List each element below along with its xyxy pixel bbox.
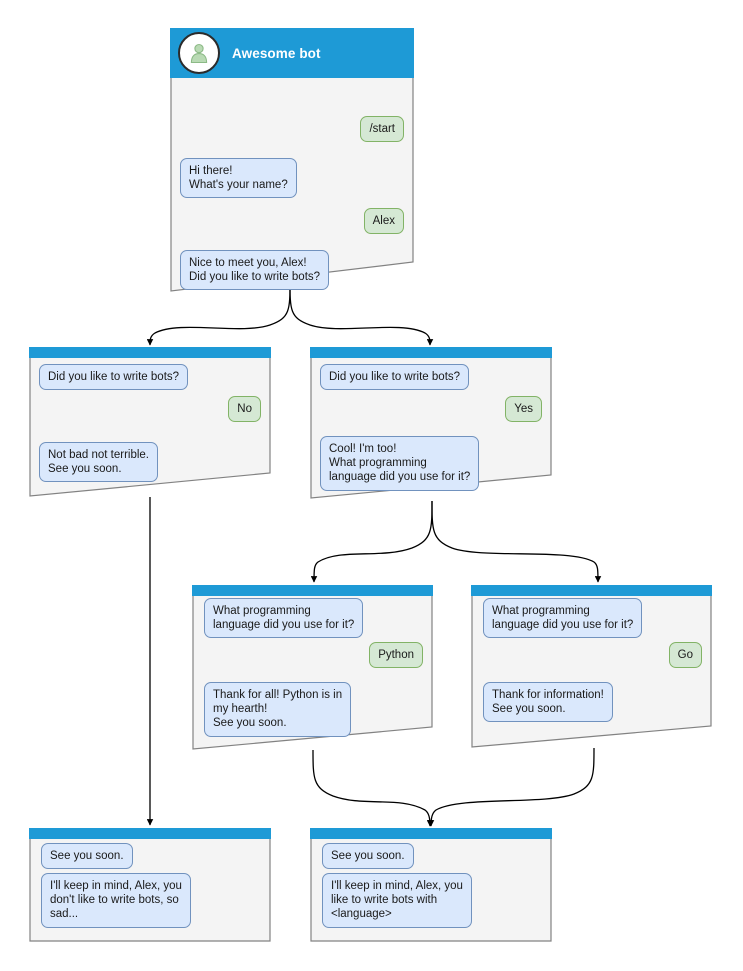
message-bubble-bot: Nice to meet you, Alex! Did you like to … — [180, 250, 330, 291]
node-go-branch-chat: What programming language did you use fo… — [471, 596, 712, 748]
node-end-happy-content: See you soon. I'll keep in mind, Alex, y… — [310, 828, 552, 942]
node-root-chat: /start Hi there! What's your name? Alex … — [170, 78, 414, 292]
message-bubble-user: No — [228, 396, 261, 423]
message-bubble-bot: I'll keep in mind, Alex, you like to wri… — [322, 873, 472, 928]
node-end-happy[interactable]: See you soon. I'll keep in mind, Alex, y… — [310, 828, 552, 942]
node-no-branch-content: Did you like to write bots? No Not bad n… — [29, 347, 271, 497]
edge-yes-to-python — [310, 500, 433, 583]
message-bubble-bot: What programming language did you use fo… — [483, 598, 643, 639]
node-go-branch-content: What programming language did you use fo… — [471, 585, 712, 748]
node-python-branch-chat: What programming language did you use fo… — [192, 596, 433, 750]
node-end-sad-content: See you soon. I'll keep in mind, Alex, y… — [29, 828, 271, 942]
node-go-branch-titlebar — [471, 585, 712, 596]
message-bubble-bot: Did you like to write bots? — [39, 364, 189, 391]
node-python-branch-content: What programming language did you use fo… — [192, 585, 433, 750]
node-yes-branch[interactable]: Did you like to write bots? Yes Cool! I'… — [310, 347, 552, 499]
message-bubble-bot: Cool! I'm too! What programming language… — [320, 436, 480, 491]
message-bubble-bot: See you soon. — [322, 843, 414, 870]
node-end-sad-chat: See you soon. I'll keep in mind, Alex, y… — [29, 839, 271, 942]
node-python-branch[interactable]: What programming language did you use fo… — [192, 585, 433, 750]
message-bubble-user: /start — [360, 116, 404, 143]
node-end-sad[interactable]: See you soon. I'll keep in mind, Alex, y… — [29, 828, 271, 942]
node-yes-branch-titlebar — [310, 347, 552, 358]
node-end-happy-chat: See you soon. I'll keep in mind, Alex, y… — [310, 839, 552, 942]
message-bubble-bot: Did you like to write bots? — [320, 364, 470, 391]
node-yes-branch-content: Did you like to write bots? Yes Cool! I'… — [310, 347, 552, 499]
node-end-happy-titlebar — [310, 828, 552, 839]
edge-python-to-end-happy — [312, 749, 434, 827]
message-bubble-bot: See you soon. — [41, 843, 133, 870]
node-no-branch-chat: Did you like to write bots? No Not bad n… — [29, 358, 271, 497]
person-avatar-icon — [178, 32, 220, 74]
message-bubble-bot: Thank for all! Python is in my hearth! S… — [204, 682, 352, 737]
node-root-titlebar: Awesome bot — [170, 28, 414, 78]
node-root[interactable]: Awesome bot /start Hi there! What's your… — [170, 28, 414, 292]
node-yes-branch-chat: Did you like to write bots? Yes Cool! I'… — [310, 358, 552, 499]
node-no-branch[interactable]: Did you like to write bots? No Not bad n… — [29, 347, 271, 497]
message-bubble-bot: What programming language did you use fo… — [204, 598, 364, 639]
message-bubble-bot: Hi there! What's your name? — [180, 158, 297, 199]
message-bubble-user: Alex — [363, 208, 404, 235]
node-python-branch-titlebar — [192, 585, 433, 596]
message-bubble-user: Yes — [505, 396, 542, 423]
edge-yes-to-go — [431, 500, 602, 583]
edge-go-to-end-happy — [427, 747, 595, 827]
node-go-branch[interactable]: What programming language did you use fo… — [471, 585, 712, 748]
message-bubble-bot: Thank for information! See you soon. — [483, 682, 613, 723]
message-bubble-user: Go — [668, 642, 702, 669]
bot-title: Awesome bot — [232, 45, 321, 61]
message-bubble-user: Python — [369, 642, 423, 669]
message-bubble-bot: I'll keep in mind, Alex, you don't like … — [41, 873, 191, 928]
node-no-branch-titlebar — [29, 347, 271, 358]
node-end-sad-titlebar — [29, 828, 271, 839]
node-root-content: Awesome bot /start Hi there! What's your… — [170, 28, 414, 292]
message-bubble-bot: Not bad not terrible. See you soon. — [39, 442, 159, 483]
